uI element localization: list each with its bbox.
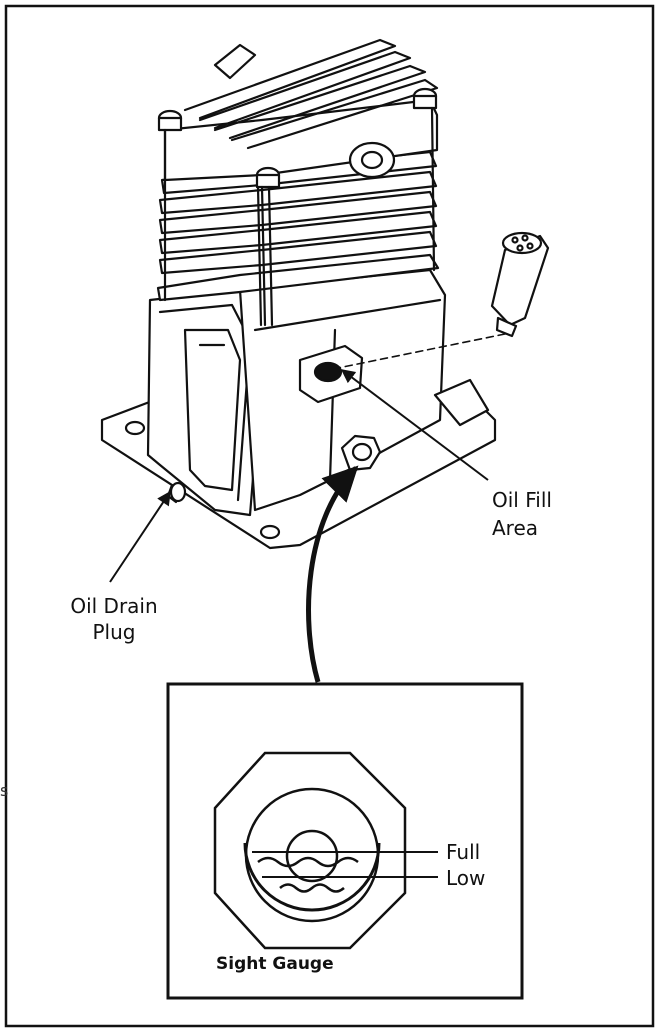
sight-gauge-detail bbox=[213, 751, 438, 950]
sight-gauge-inset-box bbox=[166, 682, 524, 1000]
oil-fill-leader bbox=[340, 369, 489, 481]
head-bolts bbox=[157, 87, 438, 327]
oil-fill-label-line1: Oil Fill bbox=[492, 488, 552, 512]
oil-fill-label-line2: Area bbox=[492, 516, 539, 540]
gauge-window bbox=[285, 829, 339, 883]
oil-drain-label-line2: Plug bbox=[92, 620, 136, 644]
right-foot bbox=[433, 378, 490, 427]
gauge-inner-ring bbox=[243, 842, 381, 912]
oil-fill-hole bbox=[313, 361, 343, 383]
oil-wave-2 bbox=[279, 883, 345, 893]
sight-gauge-label: Sight Gauge bbox=[216, 954, 334, 974]
gauge-octagon bbox=[213, 751, 407, 950]
head-fins bbox=[183, 38, 439, 150]
oil-drain-label-line1: Oil Drain bbox=[70, 594, 158, 618]
figure-border bbox=[4, 4, 655, 1028]
head-flange bbox=[156, 253, 440, 302]
low-label: Low bbox=[446, 866, 486, 890]
insertion-guide-line bbox=[337, 333, 506, 369]
sight-gauge-leader bbox=[306, 465, 359, 683]
full-label: Full bbox=[446, 840, 481, 864]
compressor-pump bbox=[100, 38, 550, 550]
margin-text-fragment: s bbox=[0, 781, 9, 800]
oil-wave-1 bbox=[257, 856, 359, 868]
oil-drain-plug bbox=[169, 481, 187, 503]
breather-plug bbox=[490, 231, 550, 338]
oil-drain-leader bbox=[109, 490, 171, 583]
